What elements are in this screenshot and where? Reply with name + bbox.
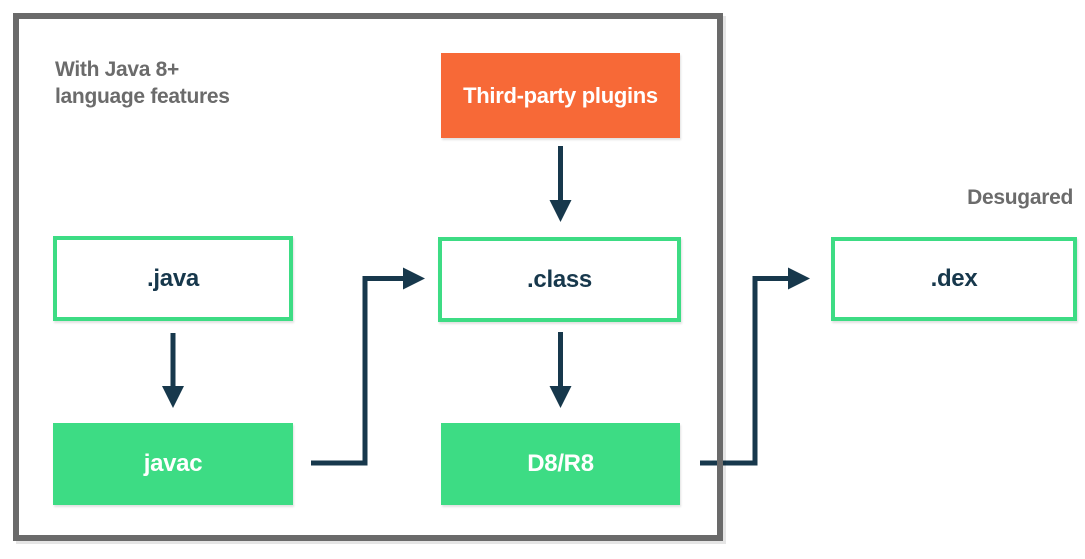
node-class-file-label: .class (527, 265, 592, 293)
node-class-file: .class (438, 237, 681, 322)
arrow-javac-to-class-icon (311, 267, 425, 466)
java8-note-line2: language features (55, 85, 230, 108)
java8-note: With Java 8+ language features (55, 56, 230, 110)
arrow-thirdparty-to-class-icon (549, 146, 572, 222)
node-third-party-plugins: Third-party plugins (441, 53, 680, 138)
java8-note-line1: With Java 8+ (55, 58, 180, 81)
node-d8r8-compiler: D8/R8 (441, 423, 680, 505)
arrow-class-to-d8r8-icon (549, 332, 572, 408)
node-dex-file-label: .dex (930, 265, 978, 292)
node-d8r8-compiler-label: D8/R8 (527, 450, 594, 477)
node-javac-compiler-label: javac (143, 450, 203, 477)
desugared-label: Desugared (967, 186, 1073, 209)
node-java-file: .java (53, 236, 293, 321)
node-java-file-label: .java (147, 264, 199, 292)
node-javac-compiler: javac (53, 423, 293, 505)
node-third-party-plugins-label: Third-party plugins (463, 82, 658, 108)
arrow-java-to-javac-icon (162, 333, 184, 408)
node-dex-file: .dex (831, 237, 1077, 321)
arrow-d8r8-to-dex-icon (700, 267, 810, 466)
